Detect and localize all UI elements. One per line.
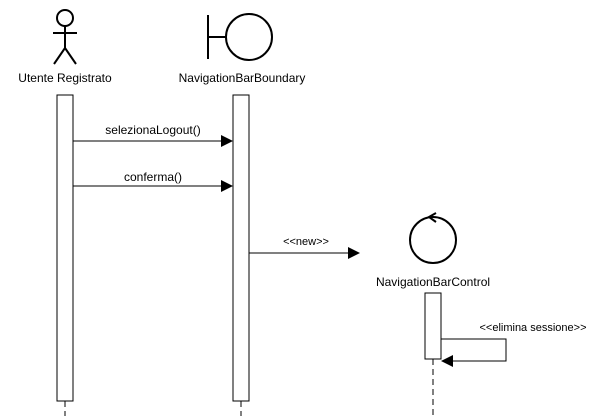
activation-bar-control: [424, 292, 442, 360]
participant-label-control: NavigationBarControl: [376, 275, 490, 289]
message-label: selezionaLogout(): [105, 123, 200, 137]
message-label: <<elimina sessione>>: [479, 322, 586, 334]
arrowhead-icon: [441, 355, 453, 367]
participant-navigation-bar-control[interactable]: NavigationBarControl: [376, 212, 490, 289]
lifeline-utente: [56, 94, 74, 416]
arrowhead-icon: [348, 247, 360, 259]
participant-label-utente: Utente Registrato: [18, 71, 112, 85]
arrowhead-icon: [221, 180, 233, 192]
message-line: [441, 338, 507, 362]
participant-utente-registrato[interactable]: Utente Registrato: [18, 9, 112, 85]
lifeline-boundary: [232, 94, 250, 416]
message-self-elimina-sessione[interactable]: <<elimina sessione>>: [441, 322, 587, 367]
lifeline-control: [424, 292, 442, 416]
activation-bar-boundary: [232, 94, 250, 402]
activation-bar-utente: [56, 94, 74, 402]
participant-navigation-bar-boundary[interactable]: NavigationBarBoundary: [179, 13, 306, 85]
message-seleziona-logout[interactable]: selezionaLogout(): [73, 123, 233, 147]
message-conferma[interactable]: conferma(): [73, 170, 233, 192]
control-icon: [409, 212, 457, 264]
boundary-icon: [207, 13, 273, 61]
actor-icon: [53, 9, 77, 65]
message-label: conferma(): [124, 170, 182, 184]
message-label: <<new>>: [283, 236, 329, 248]
message-create-new[interactable]: <<new>>: [249, 236, 360, 259]
arrowhead-icon: [221, 135, 233, 147]
participant-label-boundary: NavigationBarBoundary: [179, 71, 306, 85]
